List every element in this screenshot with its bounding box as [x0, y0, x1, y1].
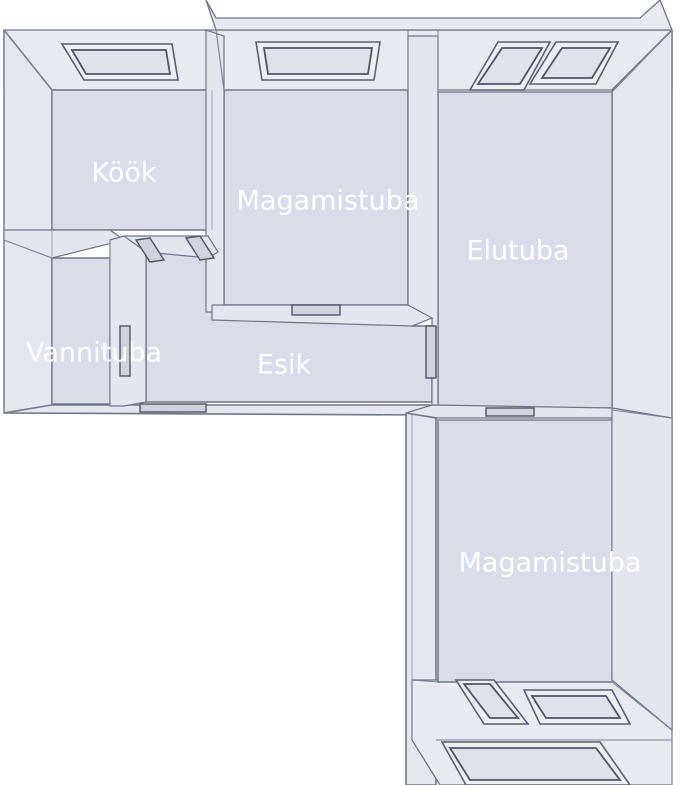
bedroom-south-window-left — [454, 679, 530, 725]
entrance-door — [139, 403, 207, 413]
bedroom-south-window-right — [522, 689, 632, 725]
living-room-door — [425, 325, 437, 379]
edges — [3, 29, 673, 785]
bedroom-south-door — [485, 407, 535, 417]
bedroom-north-window — [255, 41, 381, 81]
kitchen-door-right — [184, 235, 216, 261]
living-bedroom-wall — [405, 404, 673, 419]
bath-hall-wall — [109, 235, 147, 407]
label-bedroom-south: Magamistuba — [459, 548, 642, 579]
windows — [60, 41, 632, 785]
label-kitchen: Köök — [91, 158, 156, 189]
label-bathroom: Vannituba — [26, 338, 162, 369]
label-hallway: Esik — [257, 350, 312, 381]
doors — [119, 235, 535, 417]
kitchen-floor — [51, 89, 213, 231]
bedroom-north-door — [291, 304, 341, 316]
bedroom-south-floor — [437, 419, 613, 683]
bedroom-south-window-bottom — [440, 741, 631, 785]
floors — [51, 89, 613, 683]
label-living-room: Elutuba — [466, 236, 569, 267]
bathroom-door — [119, 325, 131, 377]
bathroom-floor — [51, 257, 111, 405]
label-bedroom-north: Magamistuba — [237, 186, 420, 217]
upper-south-wall — [3, 404, 433, 416]
north-parapet — [205, 0, 673, 31]
kitchen-window — [60, 43, 179, 81]
kitchen-door-left — [134, 237, 166, 263]
room-labels: Köök Magamistuba Elutuba Vannituba Esik … — [26, 158, 641, 579]
living-window-right — [528, 41, 620, 85]
living-window-left — [468, 41, 552, 91]
